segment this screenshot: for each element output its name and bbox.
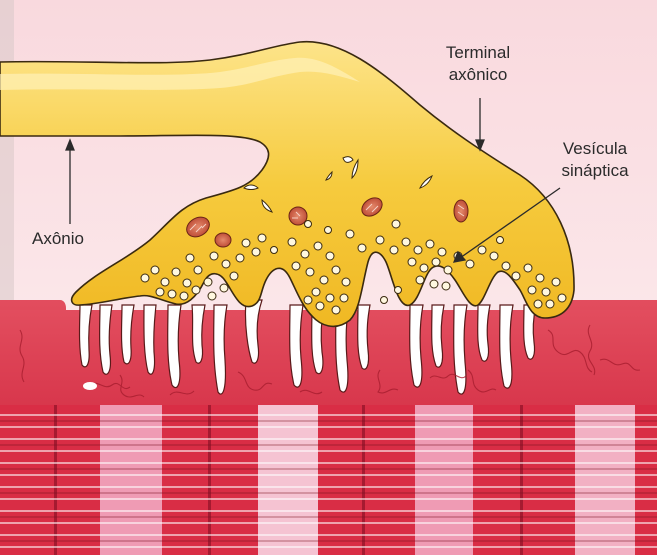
- label-terminal-line1: Terminal: [418, 42, 538, 64]
- label-vesicula-sinaptica: Vesícula sináptica: [535, 138, 655, 182]
- label-terminal-axonico: Terminal axônico: [418, 42, 538, 86]
- label-vesicula-line1: Vesícula: [535, 138, 655, 160]
- label-terminal-line2: axônico: [418, 64, 538, 86]
- label-vesicula-line2: sináptica: [535, 160, 655, 182]
- muscle-nucleus-spot: [83, 382, 97, 390]
- label-axonio: Axônio: [32, 228, 84, 250]
- striated-muscle-bands: [0, 405, 657, 555]
